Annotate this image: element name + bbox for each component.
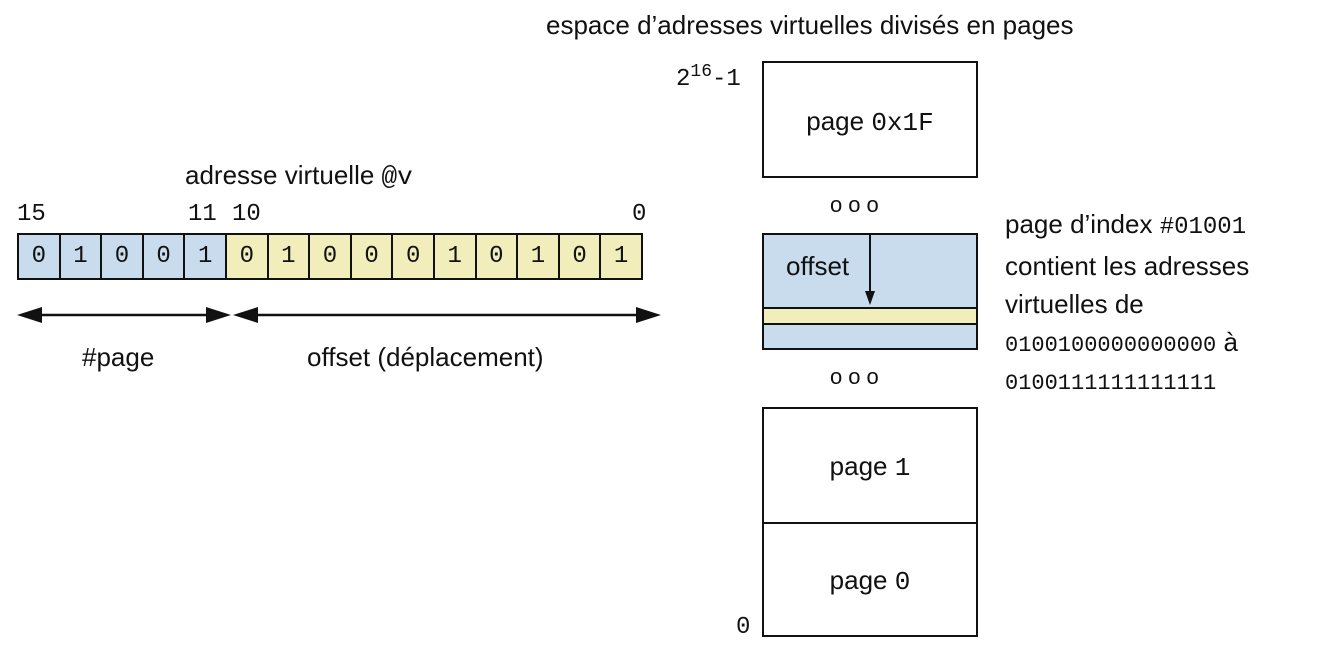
bit-label-11: 11 — [188, 201, 217, 228]
offset-bit: 1 — [601, 235, 643, 278]
note-line-3: virtuelles de — [1005, 289, 1144, 319]
page1-label: page 1 — [829, 451, 911, 483]
top-label-suffix: -1 — [712, 66, 741, 93]
page-bit: 0 — [102, 235, 144, 278]
offset-down-arrow — [865, 235, 875, 305]
page-bit: 1 — [60, 235, 103, 278]
bit-label-10: 10 — [232, 201, 261, 228]
page-box-top: page 0x1F — [762, 61, 978, 178]
offset-bit: 0 — [393, 235, 435, 278]
page0-label: page 0 — [829, 565, 911, 597]
vaddr-title-code: @v — [381, 162, 413, 192]
note-line-4: 0100100000000000 à — [1005, 327, 1238, 358]
page-bit: 0 — [19, 235, 61, 278]
page-box-top-label: page 0x1F — [806, 106, 934, 138]
ellipsis-bottom: ooo — [830, 364, 885, 389]
vaddr-title: adresse virtuelle @v — [185, 160, 413, 192]
offset-highlight-band — [764, 307, 976, 325]
bit-label-15: 15 — [17, 201, 46, 228]
offset-range-label: offset (déplacement) — [307, 342, 544, 372]
offset-bit: 1 — [268, 235, 311, 278]
top-label-base: 2 — [676, 66, 691, 93]
offset-range-arrow — [233, 307, 661, 323]
page-range-label: #page — [82, 342, 155, 372]
offset-bit: 1 — [434, 235, 477, 278]
page-note: page d’index #01001 contient les adresse… — [1005, 205, 1249, 403]
offset-bit: 0 — [351, 235, 394, 278]
offset-bit: 1 — [518, 235, 560, 278]
ellipsis-top: ooo — [830, 192, 885, 217]
page-box-middle: offset — [762, 233, 978, 350]
range-arrows — [17, 307, 661, 323]
note-line-5: 0100111111111111 — [1005, 371, 1217, 396]
middle-offset-label: offset — [786, 251, 850, 281]
page-divider — [764, 522, 976, 524]
page-range-arrow — [17, 307, 231, 323]
page-bit: 0 — [143, 235, 186, 278]
page-bit: 1 — [185, 235, 227, 278]
page-box-bottom: page 1 page 0 — [762, 407, 978, 637]
bit-label-0: 0 — [632, 201, 647, 228]
top-label-exponent: 16 — [690, 62, 713, 82]
address-bit-row: 0 1 0 0 1 0 1 0 0 0 1 0 1 0 1 — [17, 233, 643, 280]
offset-bit: 0 — [226, 235, 269, 278]
note-line-2: contient les adresses — [1005, 251, 1250, 281]
offset-bit: 0 — [476, 235, 519, 278]
note-line-1: page d’index #01001 — [1005, 209, 1247, 241]
offset-bit: 0 — [310, 235, 352, 278]
vaddr-title-text: adresse virtuelle — [185, 160, 382, 190]
space-title: espace d’adresses virtuelles divisés en … — [546, 10, 1074, 40]
space-top-label: 216-1 — [676, 62, 741, 93]
space-bottom-label: 0 — [736, 614, 751, 641]
offset-bit: 0 — [559, 235, 602, 278]
